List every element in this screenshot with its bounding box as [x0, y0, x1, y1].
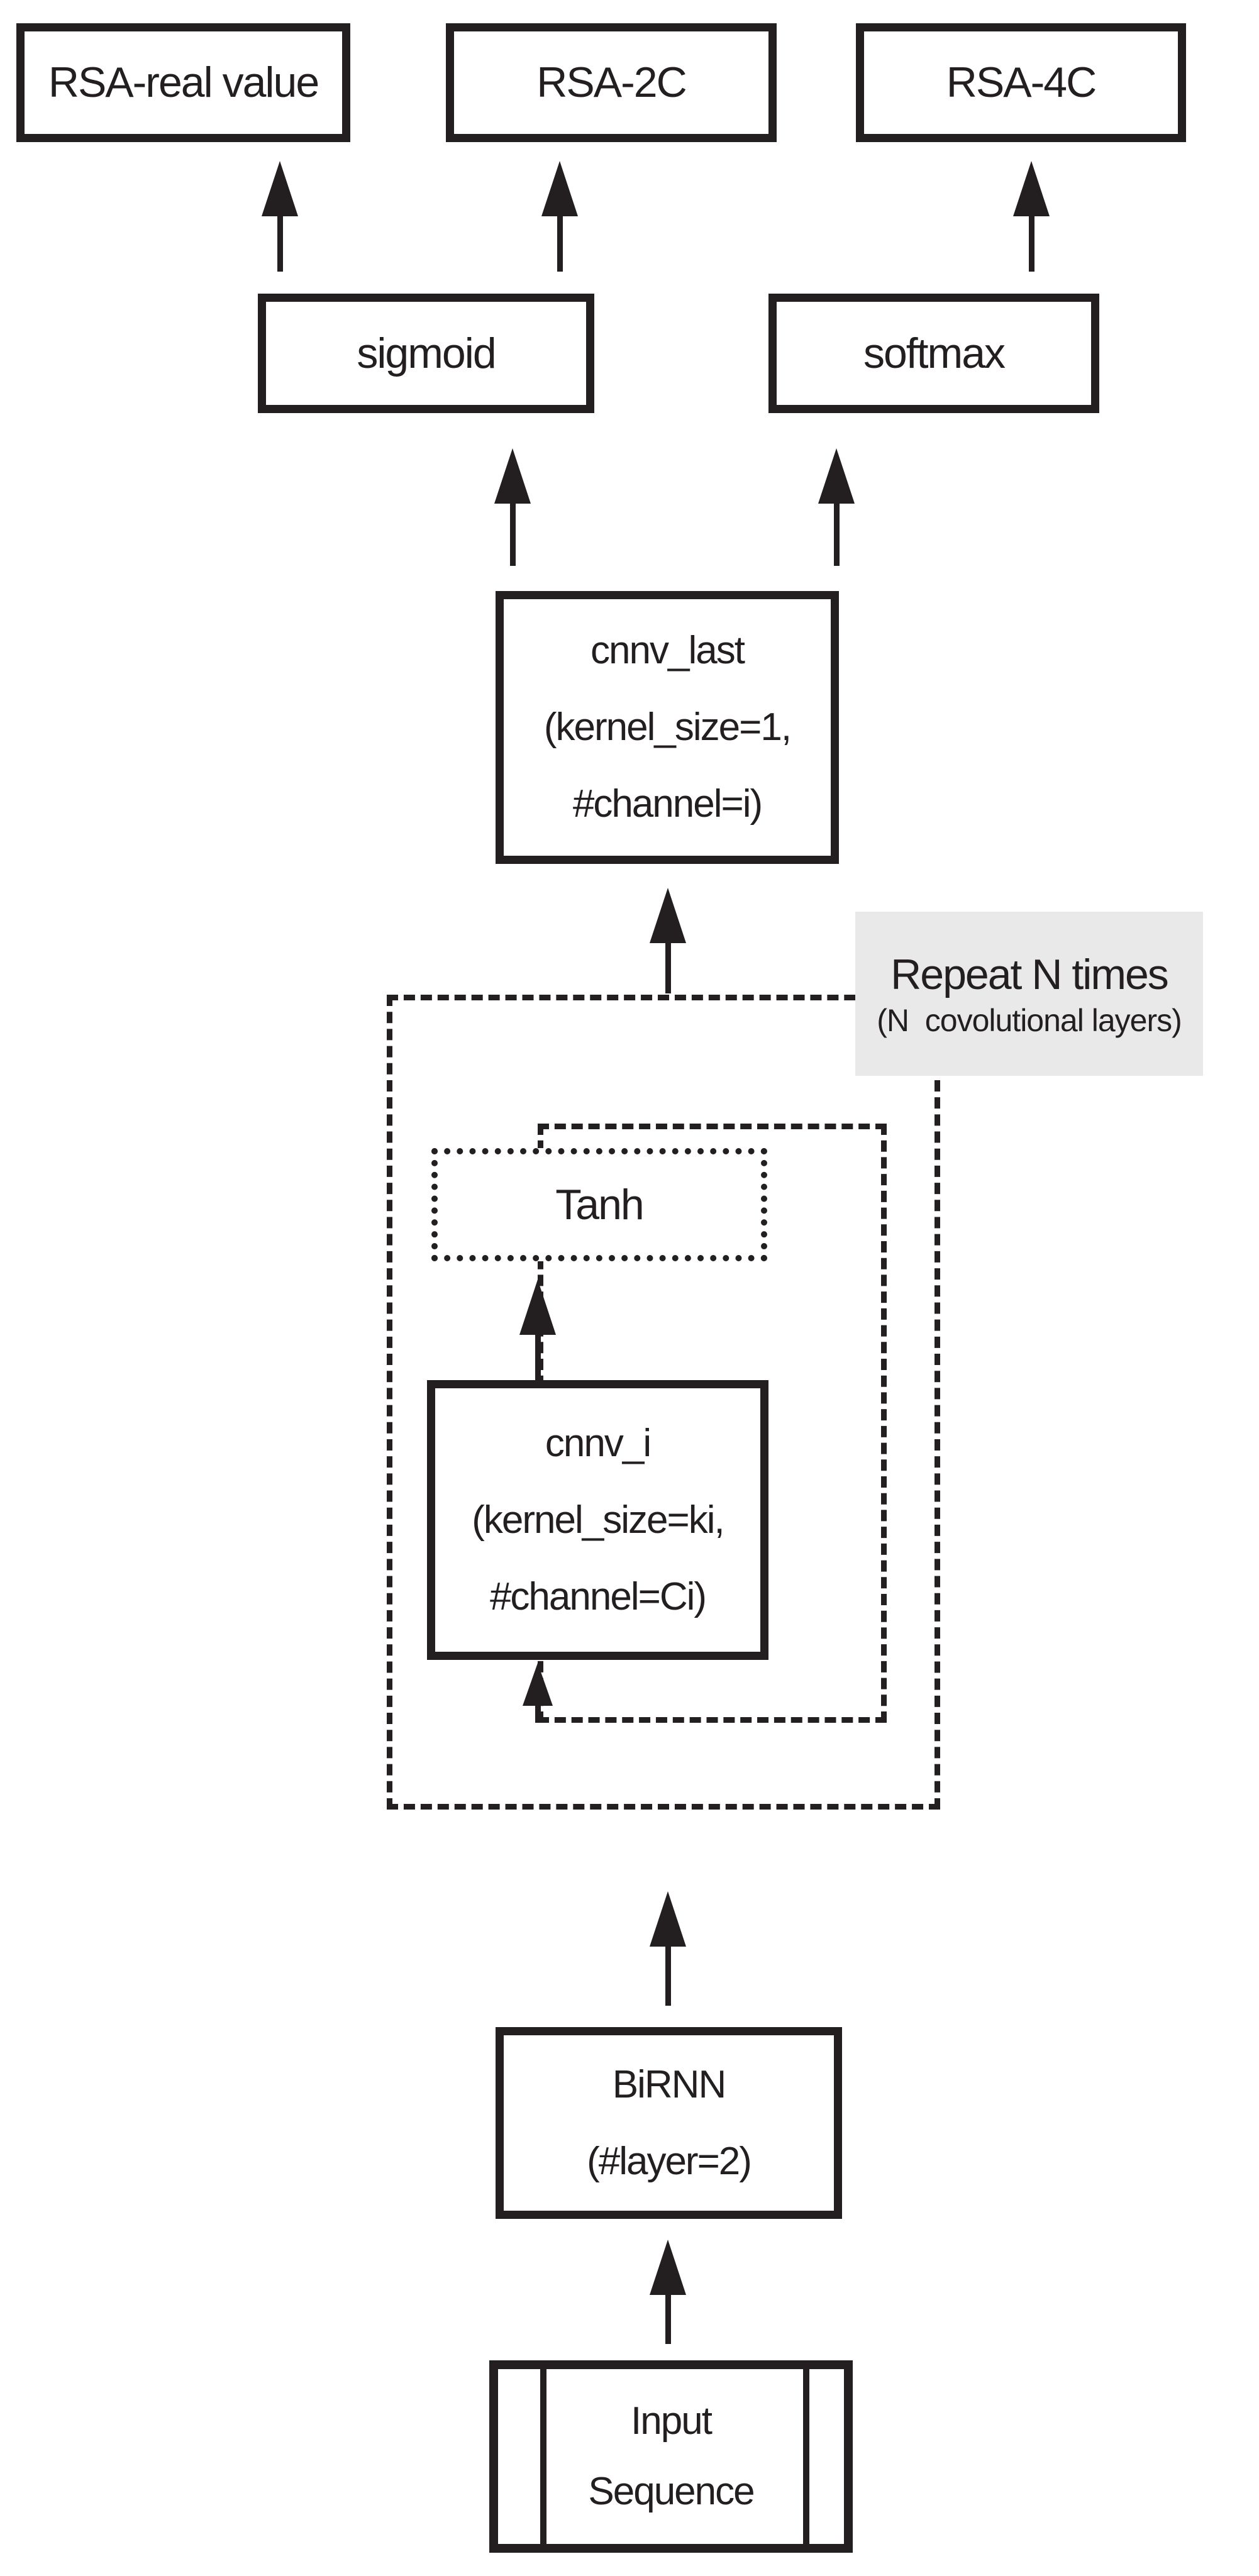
arrow-cnnvi-to-tanh	[519, 1280, 556, 1382]
node-cnnv-last: cnnv_last (kernel_size=1, #channel=i)	[496, 591, 839, 864]
arrow-shaft	[277, 214, 283, 272]
node-param: (kernel_size=1,	[543, 705, 792, 749]
arrow-sigmoid-to-rsa-2c	[541, 161, 578, 272]
arrowhead-icon	[818, 448, 855, 504]
node-rsa-real-value: RSA-real value	[16, 23, 350, 142]
arrow-shaft	[665, 1944, 671, 2006]
arrow-shaft	[535, 1703, 541, 1723]
node-param: #channel=Ci)	[489, 1574, 707, 1618]
node-birnn: BiRNN (#layer=2)	[496, 2027, 842, 2219]
arrowhead-icon	[541, 161, 578, 216]
arrow-shaft	[557, 214, 563, 272]
node-label: RSA-2C	[536, 58, 687, 107]
arrow-shaft	[535, 1332, 541, 1382]
node-param: #channel=i)	[572, 782, 763, 826]
arrow-shaft	[1028, 214, 1034, 272]
node-label: BiRNN	[612, 2062, 726, 2106]
arrow-birnn-to-repeat-block	[650, 1891, 686, 2006]
node-tanh: Tanh	[431, 1148, 767, 1261]
arrow-cnnvlast-to-sigmoid	[494, 448, 531, 566]
arrowhead-icon	[519, 1280, 556, 1335]
node-label: RSA-4C	[946, 58, 1097, 107]
arrowhead-icon	[650, 888, 686, 943]
arrowhead-icon	[1013, 161, 1050, 216]
repeat-note-subtitle: (N covolutional layers)	[877, 1003, 1182, 1038]
arrow-shaft	[665, 2292, 671, 2344]
repeat-note-title: Repeat N times	[890, 951, 1169, 998]
repeat-note: Repeat N times (N covolutional layers)	[855, 912, 1203, 1076]
arrow-shaft	[665, 941, 671, 993]
node-param: (#layer=2)	[587, 2139, 752, 2183]
node-cnnv-i: cnnv_i (kernel_size=ki, #channel=Ci)	[427, 1380, 768, 1660]
node-rsa-4c: RSA-4C	[856, 23, 1186, 142]
node-label: RSA-real value	[48, 58, 319, 107]
node-param: (kernel_size=ki,	[472, 1498, 724, 1542]
arrowhead-icon	[262, 161, 298, 216]
node-input-sequence: Input Sequence	[489, 2360, 853, 2553]
arrow-repeat-block-to-cnnvlast	[650, 888, 686, 993]
arrowhead-icon	[650, 2240, 686, 2295]
node-label: Tanh	[555, 1180, 644, 1229]
node-label: cnnv_last	[591, 629, 745, 672]
repeat-outer-dashed-box	[387, 995, 940, 1810]
arrowhead-icon	[523, 1663, 553, 1706]
arrow-shaft	[833, 501, 840, 566]
node-label: Input	[631, 2399, 713, 2443]
arrow-cnnvlast-to-softmax	[818, 448, 855, 566]
arrow-shaft	[509, 501, 516, 566]
node-rsa-2c: RSA-2C	[446, 23, 777, 142]
node-label: softmax	[863, 329, 1006, 377]
node-softmax: softmax	[768, 294, 1099, 413]
node-label: cnnv_i	[545, 1421, 652, 1465]
arrow-input-to-birnn	[650, 2240, 686, 2344]
arrowhead-icon	[494, 448, 531, 504]
arrowhead-icon	[650, 1891, 686, 1947]
arrow-loop-to-cnnvi	[523, 1663, 553, 1723]
sequence-cell-divider-left	[540, 2369, 546, 2544]
node-label: sigmoid	[357, 329, 496, 377]
node-label: Sequence	[588, 2470, 755, 2513]
node-sigmoid: sigmoid	[258, 294, 594, 413]
arrow-sigmoid-to-rsa-real-value	[262, 161, 298, 272]
arrow-softmax-to-rsa-4c	[1013, 161, 1050, 272]
sequence-cell-divider-right	[803, 2369, 809, 2544]
